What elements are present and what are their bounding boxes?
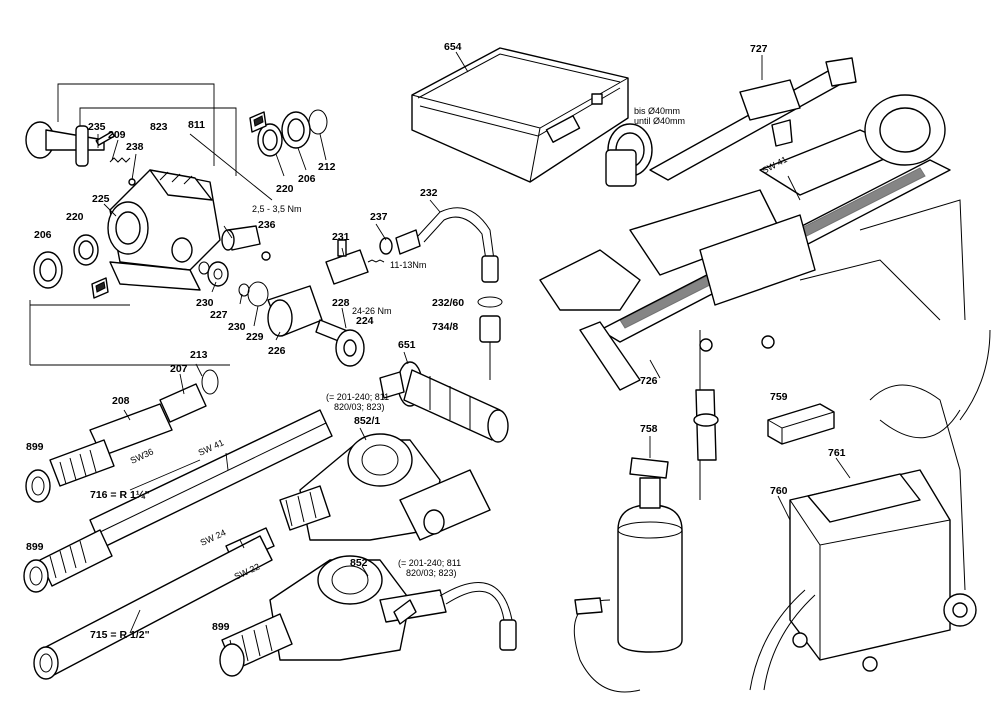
label-651: 651	[398, 339, 416, 351]
label-237: 237	[370, 211, 388, 223]
note-852-line1: (= 201-240; 811	[398, 558, 461, 568]
label-759: 759	[770, 391, 788, 403]
label-206-left: 206	[34, 229, 52, 241]
label-238: 238	[126, 141, 144, 153]
note-852-1-line1: (= 201-240; 811	[326, 392, 389, 402]
leader-lines	[97, 134, 441, 634]
label-232: 232	[420, 187, 438, 199]
label-230-left: 230	[196, 297, 214, 309]
label-224: 224	[356, 315, 374, 327]
label-823: 823	[150, 121, 168, 133]
water-valve-231	[325, 229, 421, 285]
label-212: 212	[318, 161, 336, 173]
label-758: 758	[640, 423, 658, 435]
spindle-208	[25, 369, 219, 503]
filter-759	[767, 403, 835, 445]
label-899-top: 899	[26, 441, 44, 453]
note-852-1-line2: 820/03; 823)	[334, 402, 385, 412]
water-hose-232	[417, 207, 503, 380]
book-icon-left	[91, 277, 109, 299]
part-labels: 654 727 811 823 235 209 238 225 220 206 …	[26, 41, 846, 641]
label-213: 213	[190, 349, 208, 361]
label-715: 715 = R 1/2"	[90, 629, 150, 641]
book-icon-top	[249, 111, 267, 133]
side-handle-651	[379, 361, 509, 443]
label-227: 227	[210, 309, 228, 321]
label-220-left: 220	[66, 211, 84, 223]
small-gear-parts	[198, 225, 365, 367]
label-899-mid: 899	[26, 541, 44, 553]
label-sw24: SW 24	[199, 527, 228, 547]
drill-stand-assembly	[539, 94, 966, 500]
label-726: 726	[640, 375, 658, 387]
note-torque-11-13: 11-13Nm	[390, 260, 426, 270]
label-760: 760	[770, 485, 788, 497]
label-230-mid: 230	[228, 321, 246, 333]
assembly-frame-lines	[29, 83, 273, 366]
note-bis-40mm: bis Ø40mm	[634, 106, 680, 116]
label-sw36: SW36	[129, 446, 155, 465]
ring-parts-220-206	[33, 109, 328, 289]
carrying-case-654	[411, 47, 629, 183]
label-208: 208	[112, 395, 130, 407]
note-852-line2: 820/03; 823)	[406, 568, 457, 578]
water-tank-758	[573, 436, 683, 693]
label-734-8: 734/8	[432, 321, 458, 333]
label-232-60: 232/60	[432, 297, 464, 309]
label-226: 226	[268, 345, 286, 357]
label-236: 236	[258, 219, 276, 231]
torque-notes: 2,5 - 3,5 Nm 11-13Nm 24-26 Nm bis Ø40mm …	[252, 106, 685, 578]
label-sw41-tube: SW 41	[197, 437, 226, 457]
label-716: 716 = R 1¼"	[90, 489, 150, 501]
label-727: 727	[750, 43, 768, 55]
gear-housing-225	[25, 121, 221, 291]
note-until-40mm: until Ø40mm	[634, 116, 685, 126]
pipe-clamp-727	[605, 55, 857, 187]
label-228: 228	[332, 297, 350, 309]
vacuum-cleaner-760	[749, 329, 991, 691]
label-761: 761	[828, 447, 846, 459]
label-220-top: 220	[276, 183, 294, 195]
label-852-1: 852/1	[354, 415, 380, 427]
label-207: 207	[170, 363, 188, 375]
label-206-top: 206	[298, 173, 316, 185]
drill-head-852	[219, 555, 517, 677]
note-torque-24-26: 24-26 Nm	[352, 306, 392, 316]
label-231: 231	[332, 231, 350, 243]
label-229: 229	[246, 331, 264, 343]
label-811: 811	[188, 119, 205, 131]
label-225: 225	[92, 193, 110, 205]
label-235: 235	[88, 121, 106, 133]
drill-head-852-1	[279, 433, 491, 541]
note-torque-2-5: 2,5 - 3,5 Nm	[252, 204, 302, 214]
label-852: 852	[350, 557, 368, 569]
label-209: 209	[108, 129, 126, 141]
label-899-bottom: 899	[212, 621, 230, 633]
label-654: 654	[444, 41, 462, 53]
pipe-715	[33, 535, 273, 680]
